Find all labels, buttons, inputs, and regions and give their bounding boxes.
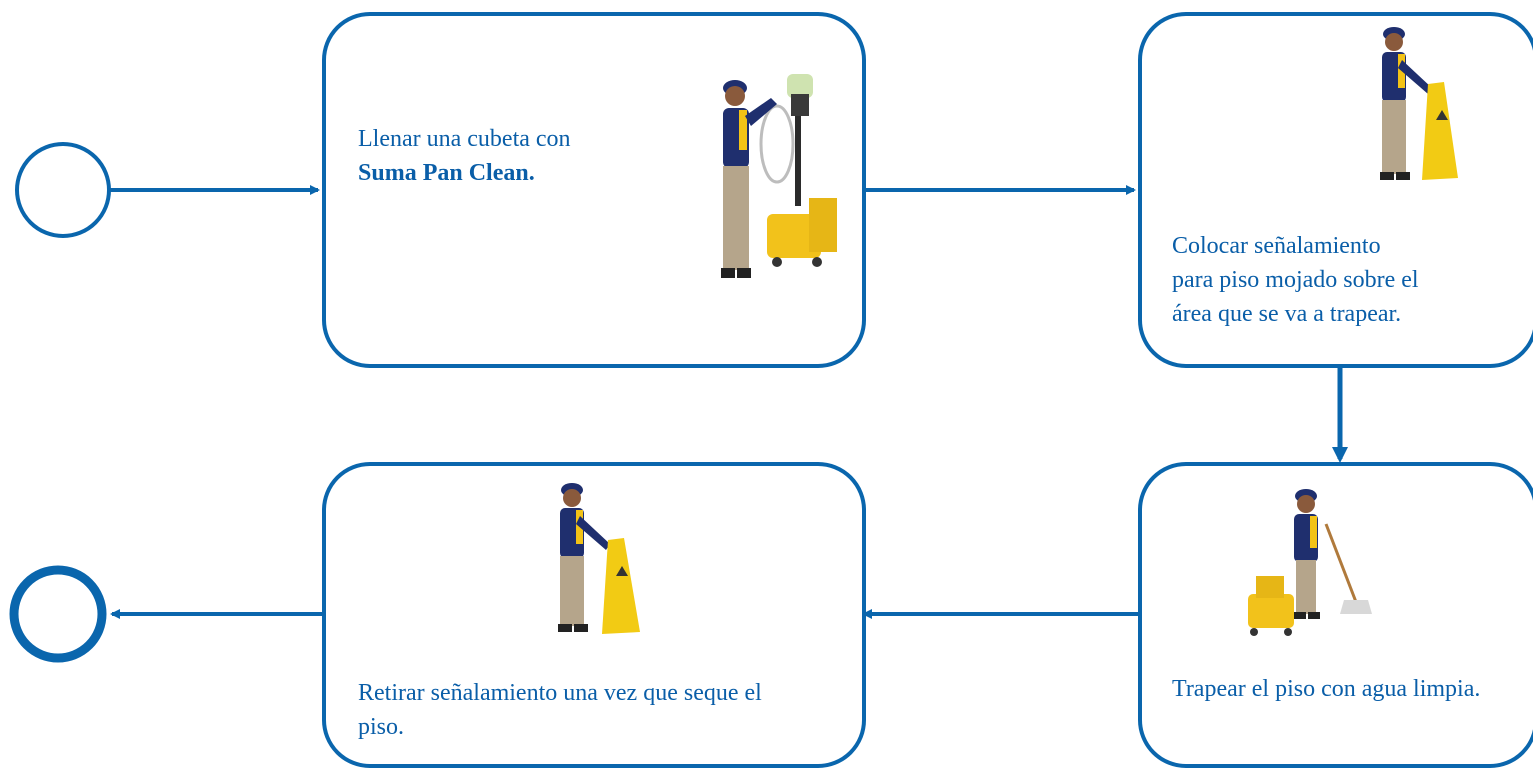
step-fill-bucket-bold: Suma Pan Clean. — [358, 160, 535, 186]
worker-filling-bucket-illustration — [721, 74, 837, 278]
end-event-circle — [9, 565, 107, 663]
step-place-sign-line2: para piso mojado sobre el — [1172, 267, 1419, 293]
step-mop-floor-text: Trapear el piso con agua limpia. — [1172, 672, 1508, 706]
step-mop-floor — [1138, 462, 1533, 768]
worker-placing-sign-illustration — [1380, 27, 1458, 180]
start-event-circle — [15, 142, 111, 238]
step-remove-sign-text: Retirar señalamiento una vez que seque e… — [358, 676, 798, 744]
worker-mopping-illustration — [1248, 489, 1372, 636]
step-fill-bucket-text: Llenar una cubeta con Suma Pan Clean. — [358, 122, 688, 190]
step-remove-sign-label: Retirar señalamiento una vez que seque e… — [358, 680, 762, 740]
worker-removing-sign-illustration — [558, 483, 640, 634]
step-place-sign-text: Colocar señalamiento para piso mojado so… — [1172, 229, 1532, 331]
step-place-sign-line1: Colocar señalamiento — [1172, 233, 1381, 259]
step-fill-bucket — [322, 12, 866, 368]
step-mop-floor-label: Trapear el piso con agua limpia. — [1172, 676, 1481, 702]
step-remove-sign — [322, 462, 866, 768]
step-place-sign — [1138, 12, 1533, 368]
step-fill-bucket-plain: Llenar una cubeta con — [358, 126, 571, 152]
step-place-sign-line3: área que se va a trapear. — [1172, 301, 1402, 327]
